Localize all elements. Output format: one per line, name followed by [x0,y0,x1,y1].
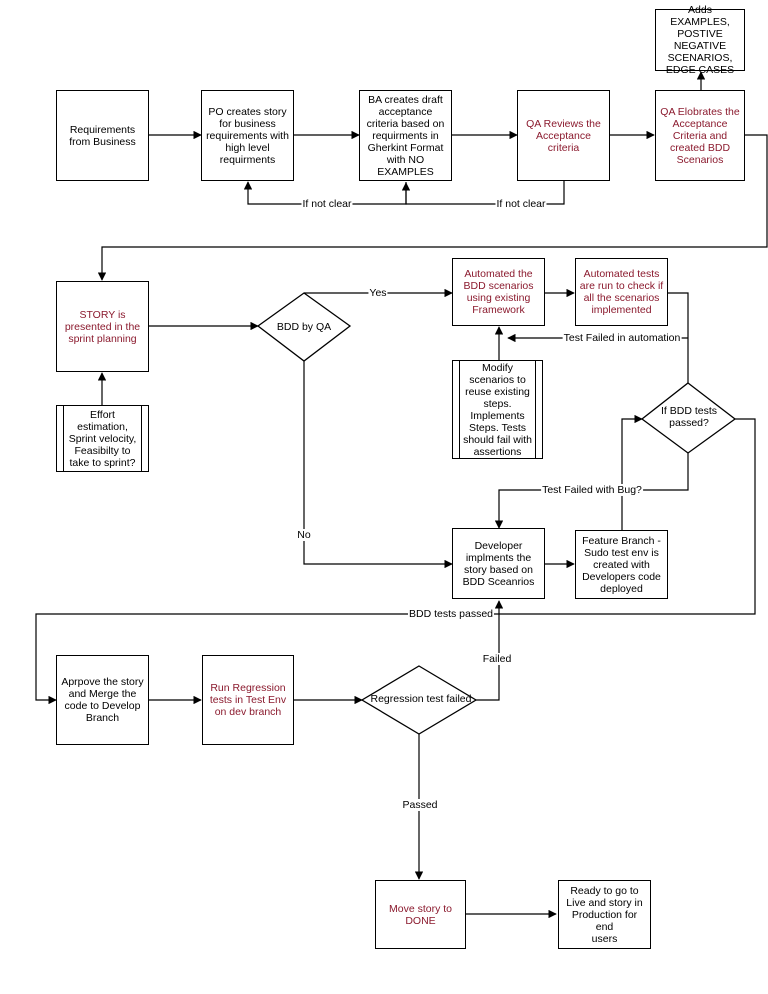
node-effort-label: Effort estimation, Sprint velocity, Feas… [68,408,137,469]
edge-qaelab-to-story [97,134,768,281]
node-feature-branch-label: Feature Branch - Sudo test env is create… [582,534,661,595]
node-move-done: Move story to DONE [375,880,466,949]
edge-label-if-not-clear-2: If not clear [495,198,547,210]
node-qa-elaborates-label: QA Elobrates the Acceptance Criteria and… [660,105,740,166]
node-qa-reviews: QA Reviews the Acceptance criteria [517,90,610,181]
node-developer-label: Developer implments the story based on B… [462,539,535,588]
node-story-sprint-label: STORY is presented in the sprint plannin… [64,308,141,345]
decision-bdd-by-qa-shape [256,292,352,362]
edge-label-passed: Passed [401,799,439,811]
node-run-regression-label: Run Regression tests in Test Env on dev … [209,682,287,718]
node-po-story: PO creates story for business requiremen… [201,90,294,181]
edge-label-if-not-clear-1: If not clear [301,198,353,210]
edge-bdd-no-developer [303,361,453,569]
edge-label-test-failed-bug: Test Failed with Bug? [541,484,643,496]
node-developer: Developer implments the story based on B… [452,528,545,599]
node-ready-live-label: Ready to go to Live and story in Product… [566,884,643,945]
node-run-regression: Run Regression tests in Test Env on dev … [202,655,294,745]
decision-regression-shape [360,665,478,735]
node-automated-bdd-label: Automated the BDD scenarios using existi… [463,268,534,316]
node-approve-merge: Aprpove the story and Merge the code to … [56,655,149,745]
node-requirements-label: Requirements from Business [69,123,136,148]
node-if-bdd-passed-label: If BDD tests passed? [660,405,718,429]
node-modify-scenarios-label: Modify scenarios to reuse existing steps… [463,361,532,458]
edge-label-test-failed-automation: Test Failed in automation [562,332,682,344]
node-automated-tests: Automated tests are run to check if all … [575,258,668,326]
edge-tests-to-ifpassed [668,292,689,383]
node-ready-live: Ready to go to Live and story in Product… [558,880,651,949]
edge-qareview-to-ba-not-clear [401,180,565,205]
edge-feature-to-ifpassed [621,414,643,530]
node-regression-failed-label: Regression test failed [370,693,472,705]
edge-label-bdd-tests-passed: BDD tests passed [407,608,495,620]
node-po-story-label: PO creates story for business requiremen… [206,105,289,166]
node-automated-bdd: Automated the BDD scenarios using existi… [452,258,545,326]
node-story-sprint: STORY is presented in the sprint plannin… [56,281,149,372]
node-bdd-by-qa-label: BDD by QA [276,321,332,333]
node-automated-tests-label: Automated tests are run to check if all … [579,268,664,316]
node-feature-branch: Feature Branch - Sudo test env is create… [575,530,668,599]
edge-label-failed: Failed [481,653,513,665]
edge-failed-to-developer [476,600,504,701]
node-adds-examples-label: Adds EXAMPLES, POSTIVE NEGATIVE SCENARIO… [665,4,735,76]
node-move-done-label: Move story to DONE [388,902,453,927]
node-requirements: Requirements from Business [56,90,149,181]
node-ba-draft: BA creates draft acceptance criteria bas… [359,90,452,181]
edge-label-no: No [296,529,312,541]
edge-bdd-passed-approve [35,418,756,705]
node-effort: Effort estimation, Sprint velocity, Feas… [56,405,149,472]
decision-if-bdd-passed-shape [640,382,737,454]
node-qa-reviews-label: QA Reviews the Acceptance criteria [526,117,601,154]
node-modify-scenarios: Modify scenarios to reuse existing steps… [452,360,543,459]
node-qa-elaborates: QA Elobrates the Acceptance Criteria and… [655,90,745,181]
edge-label-yes: Yes [368,287,388,299]
node-ba-draft-label: BA creates draft acceptance criteria bas… [366,93,445,178]
node-adds-examples: Adds EXAMPLES, POSTIVE NEGATIVE SCENARIO… [655,4,745,76]
node-approve-merge-label: Aprpove the story and Merge the code to … [61,676,144,724]
